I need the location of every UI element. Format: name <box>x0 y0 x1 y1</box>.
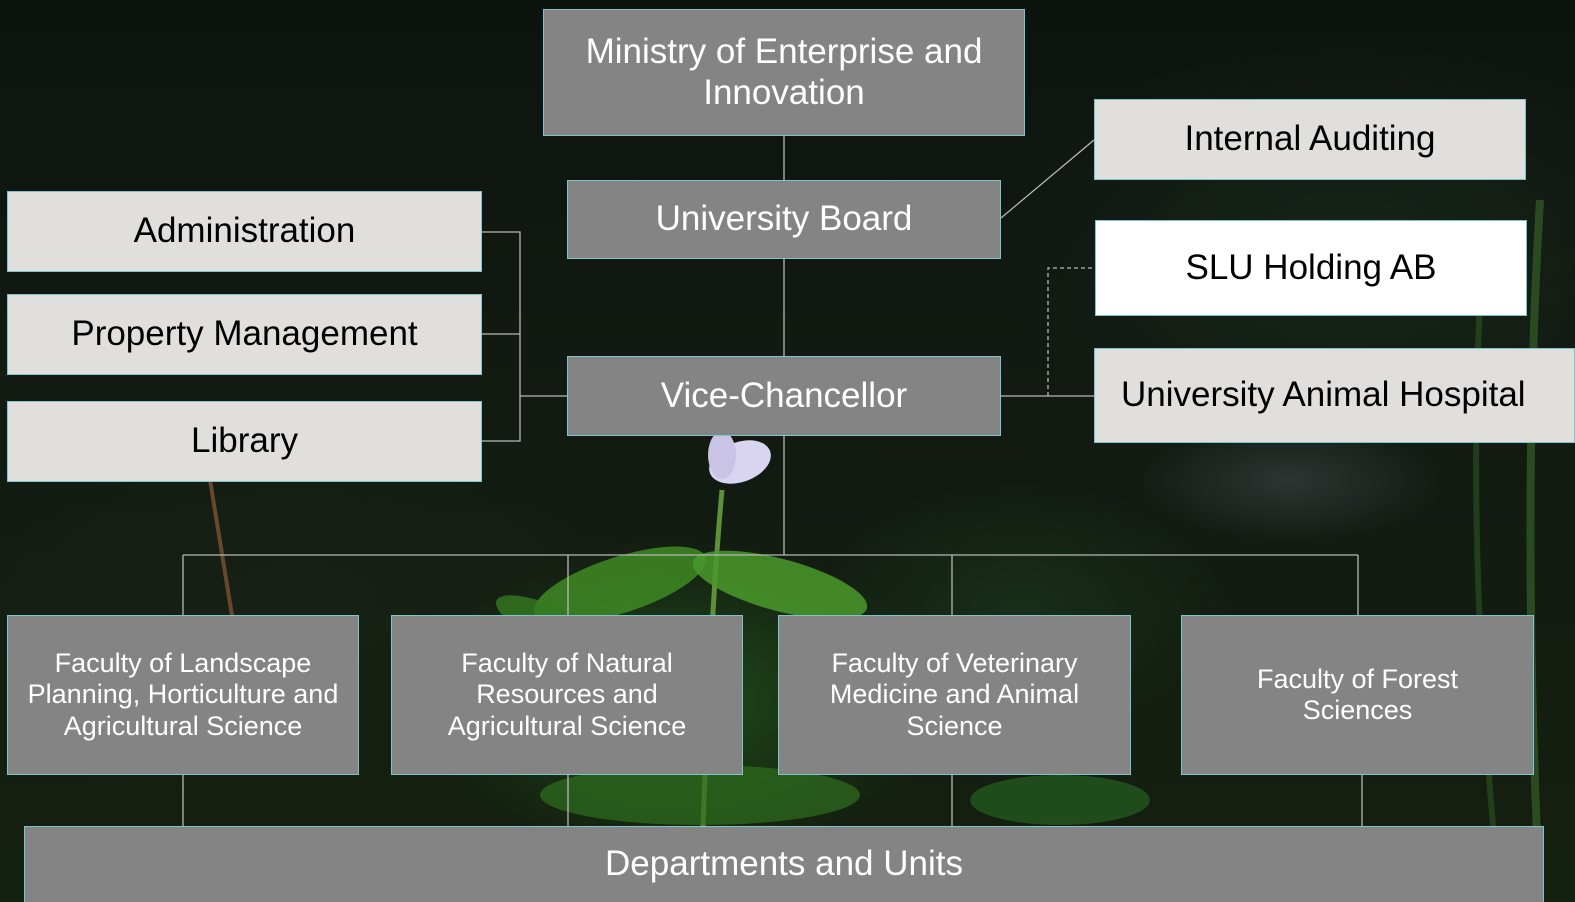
departments-box: Departments and Units <box>24 826 1544 902</box>
internal-auditing-box: Internal Auditing <box>1094 99 1526 180</box>
ministry-label: Ministry of Enterprise and Innovation <box>585 32 983 112</box>
university-board-label: University Board <box>655 199 913 239</box>
faculty-veterinary-label: Faculty of Veterinary Medicine and Anima… <box>829 648 1080 741</box>
administration-box: Administration <box>7 191 482 272</box>
internal-auditing-label: Internal Auditing <box>1184 119 1436 159</box>
slu-holding-label: SLU Holding AB <box>1185 247 1437 287</box>
animal-hospital-label: University Animal Hospital <box>1121 375 1526 415</box>
library-box: Library <box>7 401 482 482</box>
faculty-veterinary-box: Faculty of Veterinary Medicine and Anima… <box>778 615 1131 775</box>
connector-admin-bracket <box>482 231 568 442</box>
faculty-forest-label: Faculty of Forest Sciences <box>1256 663 1459 725</box>
ministry-box: Ministry of Enterprise and Innovation <box>543 9 1025 136</box>
vice-chancellor-label: Vice-Chancellor <box>660 375 908 415</box>
faculty-natural-resources-label: Faculty of Natural Resources and Agricul… <box>447 648 687 741</box>
vice-chancellor-box: Vice-Chancellor <box>567 356 1001 436</box>
faculty-forest-box: Faculty of Forest Sciences <box>1181 615 1534 775</box>
faculty-landscape-label: Faculty of Landscape Planning, Horticult… <box>27 648 339 741</box>
library-label: Library <box>191 421 298 461</box>
faculty-landscape-box: Faculty of Landscape Planning, Horticult… <box>7 615 359 775</box>
university-board-box: University Board <box>567 180 1001 259</box>
animal-hospital-box: University Animal Hospital <box>1094 348 1575 443</box>
property-management-label: Property Management <box>71 314 418 354</box>
faculty-natural-resources-box: Faculty of Natural Resources and Agricul… <box>391 615 743 775</box>
slu-holding-box: SLU Holding AB <box>1095 220 1527 316</box>
departments-label: Departments and Units <box>605 844 963 884</box>
connector-board-auditing <box>1000 139 1095 219</box>
property-management-box: Property Management <box>7 294 482 375</box>
connector-holding-dashed <box>1047 267 1094 396</box>
administration-label: Administration <box>133 211 356 251</box>
